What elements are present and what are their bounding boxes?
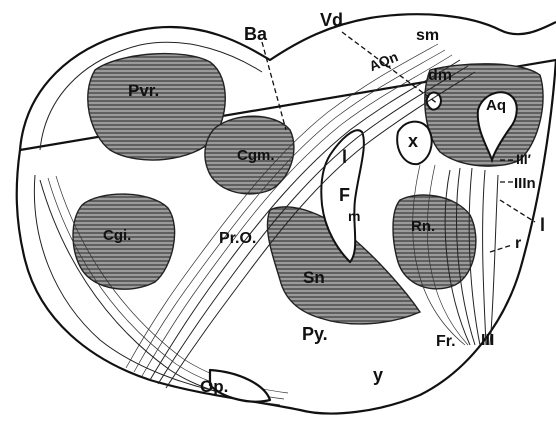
label-vd: Vd	[320, 10, 343, 30]
label-op: Op.	[200, 377, 228, 396]
label-aq: Aq	[486, 97, 506, 114]
label-cgm: Cgm.	[237, 147, 275, 164]
label-iiin: IIIn	[514, 175, 536, 192]
label-y: y	[373, 365, 383, 385]
label-l-left: l	[342, 147, 347, 167]
red-nucleus-region	[393, 195, 476, 289]
label-sm: sm	[416, 27, 439, 44]
label-m: m	[348, 208, 360, 224]
label-r: r	[515, 235, 521, 252]
label-fr: Fr.	[436, 333, 456, 350]
label-iii-prime: III′	[516, 151, 532, 167]
label-rn: Rn.	[411, 218, 435, 235]
label-pro: Pr.O.	[219, 230, 256, 247]
label-x: x	[408, 131, 418, 151]
label-iii: III	[481, 332, 494, 349]
label-cgi: Cgi.	[103, 227, 131, 244]
label-dm: dm	[428, 67, 452, 84]
label-py: Py.	[302, 324, 328, 344]
pulvinar-region	[88, 54, 225, 160]
label-ba: Ba	[244, 24, 268, 44]
label-aqn: AQn	[367, 48, 400, 74]
label-pvr: Pvr.	[128, 81, 159, 100]
label-sn: Sn	[303, 268, 325, 287]
label-f: F	[339, 185, 350, 205]
label-l-right: l	[540, 215, 545, 235]
